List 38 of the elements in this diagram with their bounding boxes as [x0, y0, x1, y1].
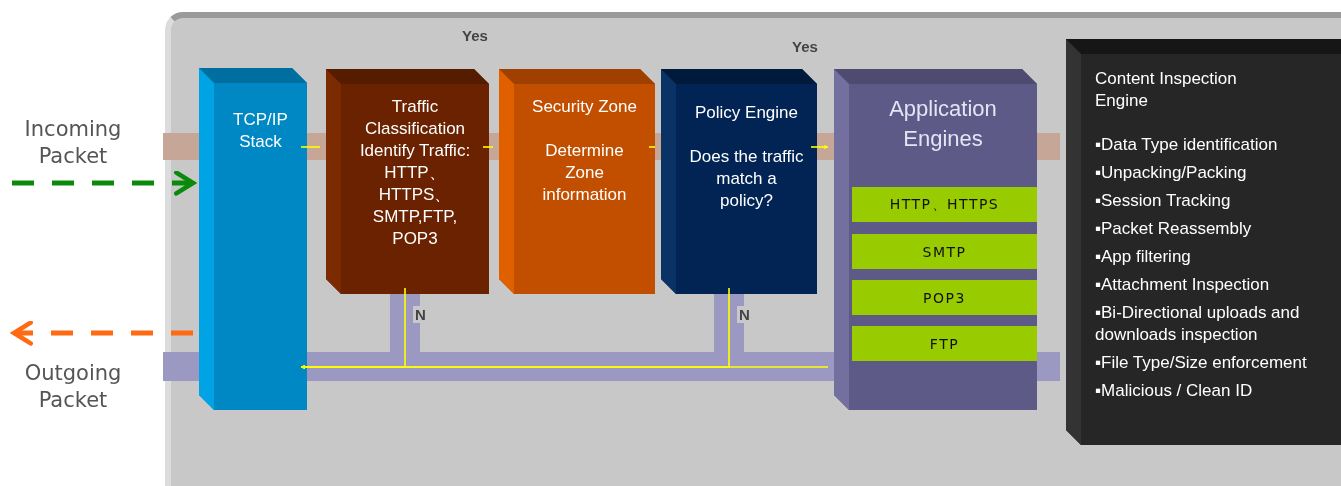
block-title: TCP/IP Stack: [232, 109, 289, 153]
feature-item: ▪Bi-Directional uploads and downloads inspection: [1095, 302, 1301, 346]
feature-item: ▪Packet Reassembly: [1095, 218, 1252, 240]
block-title: Traffic Classification Identify Traffic: HTTP、 HTTPS、 SMTP,FTP, POP3: [358, 96, 472, 250]
engine-panel: [1066, 39, 1341, 445]
feature-item: ▪Malicious / Clean ID: [1095, 380, 1253, 402]
block-description: Does the traffic match a policy?: [688, 146, 805, 212]
protocol-bar: SMTP: [852, 234, 1037, 269]
block-title: Policy Engine: [694, 102, 799, 124]
arrow: [11, 320, 193, 346]
arrow: [12, 170, 196, 196]
feature-item: ▪App filtering: [1095, 246, 1191, 268]
process-block: [661, 69, 817, 294]
feature-item: ▪File Type/Size enforcement: [1095, 352, 1307, 374]
edge-label: N: [737, 306, 752, 323]
feature-item: ▪Session Tracking: [1095, 190, 1231, 212]
feature-item: ▪Data Type identification: [1095, 134, 1278, 156]
block-title: Application Engines: [888, 95, 998, 153]
feature-item: ▪Unpacking/Packing: [1095, 162, 1247, 184]
engine-block: [834, 69, 1037, 410]
process-block: [326, 69, 489, 294]
stack-block: [199, 68, 307, 410]
protocol-bar: HTTP、HTTPS: [852, 187, 1037, 222]
arrow: [810, 144, 829, 150]
edge-label: N: [413, 306, 428, 323]
flow-label: Yes: [792, 37, 818, 57]
packet-label: Incoming Packet: [23, 116, 123, 170]
panel-background: [165, 12, 1341, 486]
feature-item: ▪Attachment Inspection: [1095, 274, 1270, 296]
block-title: Security Zone: [531, 96, 638, 118]
block-description: Determine Zone information: [541, 140, 628, 206]
packet-label: Outgoing Packet: [23, 360, 123, 414]
protocol-bar: FTP: [852, 326, 1037, 361]
flow-label: Yes: [462, 26, 488, 46]
arrow: [300, 287, 730, 370]
process-block: [499, 69, 655, 294]
engine-title: Content Inspection Engine: [1095, 68, 1238, 112]
protocol-bar: POP3: [852, 280, 1037, 315]
